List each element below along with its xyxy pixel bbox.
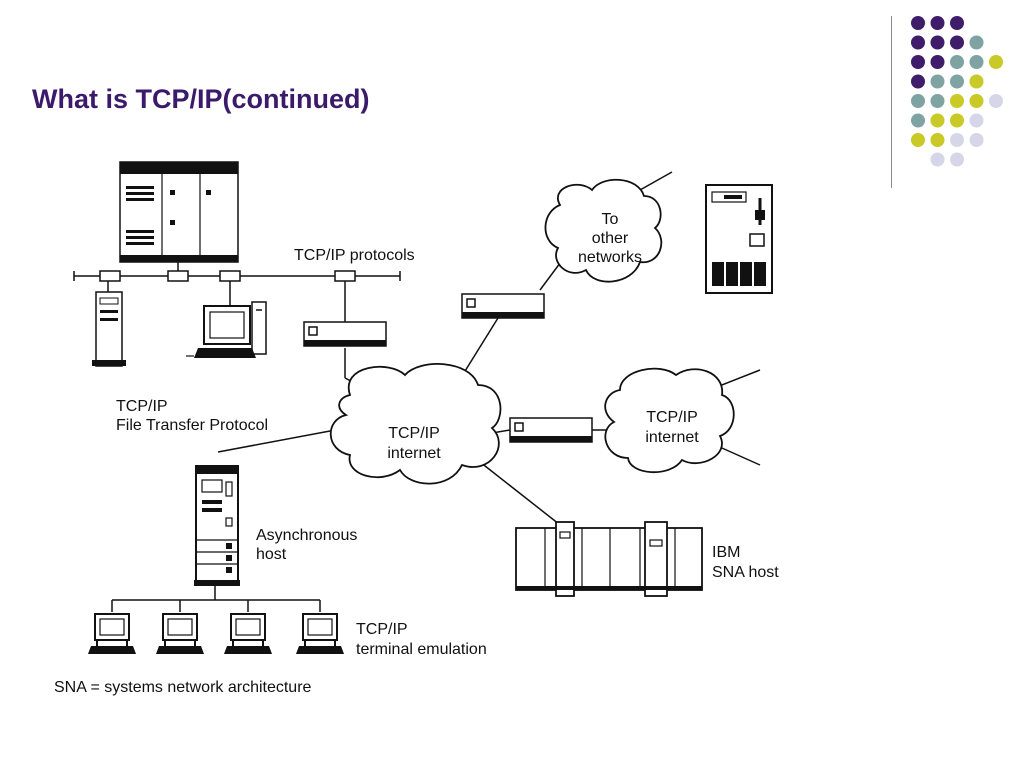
- decorative-dot: [950, 16, 964, 30]
- label-async-line1: Asynchronous: [256, 527, 357, 544]
- label-cloud-right-line2: internet: [645, 429, 699, 446]
- router-upper: [461, 293, 545, 319]
- decorative-dot: [950, 74, 964, 89]
- decorative-dot: [911, 16, 925, 30]
- mainframe-cabinet: [119, 161, 239, 263]
- label-cloud-other-line3: networks: [578, 249, 642, 266]
- decorative-dot: [930, 94, 945, 108]
- decorative-dot: [930, 55, 945, 69]
- terminal: [295, 613, 345, 655]
- terminal: [155, 613, 205, 655]
- label-tcpip-protocols: TCP/IP protocols: [294, 247, 415, 264]
- label-async-line2: host: [256, 546, 287, 563]
- remote-network-device: [705, 184, 773, 294]
- decorative-dot: [989, 94, 1003, 108]
- decorative-dot: [950, 113, 964, 128]
- decorative-dot: [950, 94, 964, 108]
- footnote-sna: SNA = systems network architecture: [54, 679, 312, 696]
- cloud-right-internet: [604, 367, 735, 474]
- label-cloud-right-line1: TCP/IP: [646, 409, 698, 426]
- decorative-dot: [950, 152, 964, 167]
- label-cloud-main-line2: internet: [387, 445, 441, 462]
- decorative-dot: [950, 35, 964, 50]
- decorative-dot: [911, 133, 925, 147]
- router-lan: [303, 321, 387, 347]
- decorative-dot: [930, 35, 945, 50]
- decorative-dot: [930, 113, 945, 128]
- decorative-dot: [911, 74, 925, 89]
- decorative-dot-grid: [911, 16, 1003, 167]
- cloud-main-internet: [329, 363, 502, 485]
- terminal: [87, 613, 137, 655]
- decorative-dot: [969, 113, 984, 128]
- label-terminal-line1: TCP/IP: [356, 621, 408, 638]
- label-terminal-line2: terminal emulation: [356, 641, 487, 658]
- label-ftp-line1: TCP/IP: [116, 398, 168, 415]
- decorative-dot: [969, 94, 984, 108]
- asynchronous-host-server: [194, 465, 240, 586]
- tower-pc: [92, 291, 126, 367]
- workstation-pc: [186, 301, 267, 358]
- router-middle: [509, 417, 593, 443]
- title-divider: [891, 16, 892, 188]
- label-ibm-line2: SNA host: [712, 564, 779, 581]
- lan-bus-taps: [73, 270, 401, 282]
- label-ftp-line2: File Transfer Protocol: [116, 417, 268, 434]
- decorative-dot: [930, 133, 945, 147]
- decorative-dot: [930, 74, 945, 89]
- decorative-dot: [969, 55, 984, 69]
- ibm-sna-host: [515, 521, 703, 597]
- decorative-dot: [969, 133, 984, 147]
- label-cloud-other-line1: To: [602, 211, 619, 228]
- decorative-dot: [950, 133, 964, 147]
- terminal: [223, 613, 273, 655]
- slide-title: What is TCP/IP(continued): [32, 84, 370, 114]
- label-cloud-main-line1: TCP/IP: [388, 425, 440, 442]
- label-ibm-line1: IBM: [712, 544, 740, 561]
- decorative-dot: [911, 55, 925, 69]
- decorative-dot: [950, 55, 964, 69]
- decorative-dot: [930, 16, 945, 30]
- decorative-dot: [969, 74, 984, 89]
- decorative-dot: [989, 55, 1003, 69]
- decorative-dot: [930, 152, 945, 167]
- decorative-dot: [911, 94, 925, 108]
- decorative-dot: [969, 35, 984, 50]
- decorative-dot: [911, 113, 925, 128]
- decorative-dot: [911, 35, 925, 50]
- label-cloud-other-line2: other: [592, 230, 629, 247]
- cloud-other-networks: [544, 178, 663, 283]
